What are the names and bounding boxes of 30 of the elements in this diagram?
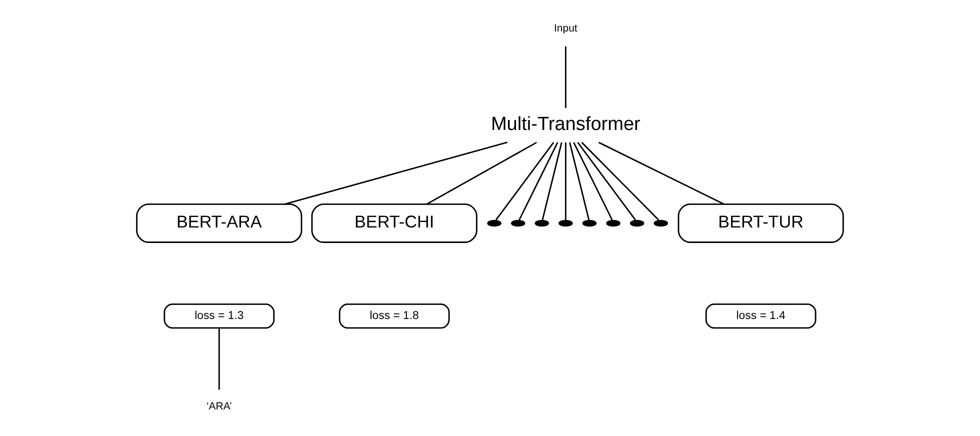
connector [495,142,554,220]
node-box: BERT-ARA [136,203,302,243]
connector [598,142,724,205]
node-dot [630,220,644,227]
connector [542,142,562,220]
node-dot [606,220,620,227]
node-box: loss = 1.4 [705,303,816,329]
connector [518,142,558,220]
connector [577,142,636,220]
node-dot [654,220,668,227]
connector [218,328,220,390]
node-dot [510,220,526,227]
connector [564,46,566,108]
connector [564,142,566,220]
node-dot [487,220,502,227]
node-dot [558,220,573,227]
node-dot [582,220,597,227]
connector [569,142,590,220]
connector [573,142,613,220]
connector [581,142,660,220]
node-box: BERT-TUR [678,203,844,243]
connector [284,142,508,205]
node-text: Multi-Transformer [490,114,640,135]
node-box: loss = 1.3 [164,303,275,329]
node-box: loss = 1.8 [338,303,450,329]
connector [426,142,537,205]
node-text: ‘ARA’ [206,402,232,413]
node-dot [534,220,550,227]
node-text: Input [554,24,578,35]
node-box: BERT-CHI [311,203,478,243]
